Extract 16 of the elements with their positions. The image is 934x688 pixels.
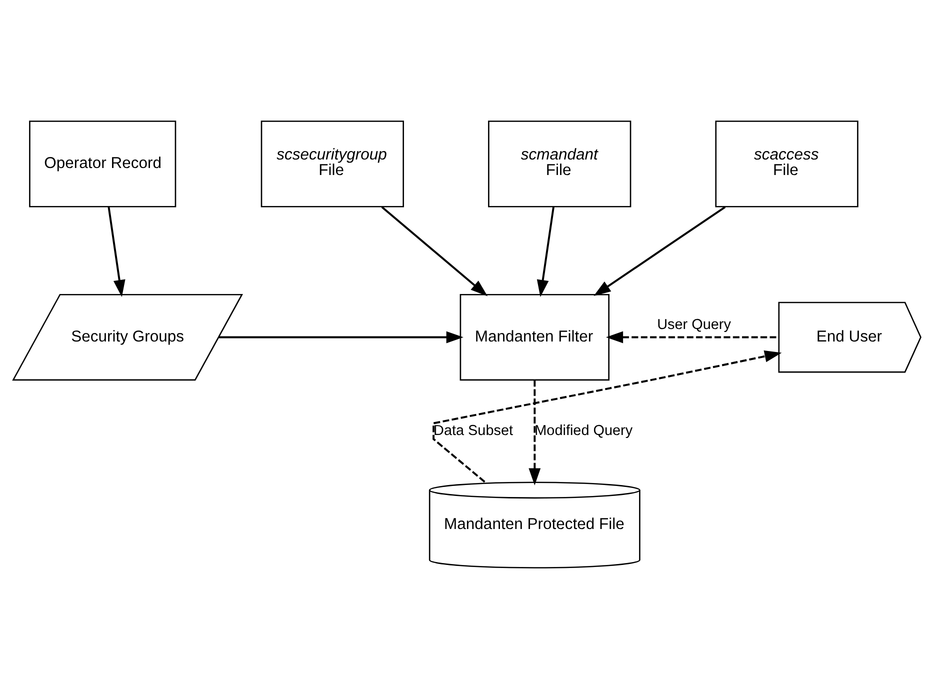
edge-label: Modified Query	[534, 422, 633, 438]
edge-label: Data Subset	[434, 422, 514, 438]
node-box: scsecuritygroup File	[260, 120, 404, 207]
arrow	[606, 330, 779, 343]
edge-label: User Query	[657, 316, 731, 333]
node-box: scmandant File	[488, 120, 632, 207]
arrow	[528, 380, 541, 485]
arrow	[432, 350, 782, 482]
arrow	[218, 330, 464, 343]
arrow	[381, 206, 488, 296]
arrow	[536, 206, 554, 296]
node-box: Operator Record	[29, 120, 176, 207]
arrow	[108, 206, 126, 296]
arrow	[594, 206, 726, 296]
node-box: scaccess File	[715, 120, 858, 207]
node-box: Mandanten Filter	[460, 293, 610, 380]
